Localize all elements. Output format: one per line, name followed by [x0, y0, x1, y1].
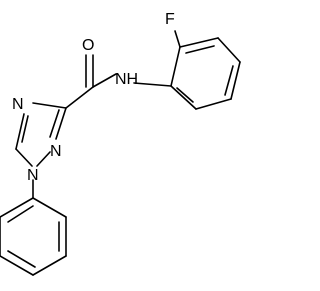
amide-n-c-bond — [92, 73, 117, 88]
triazole-ring — [15, 102, 67, 167]
fluorine-label: F — [165, 11, 175, 28]
carbonyl-triazole-bond — [65, 86, 94, 109]
triazole-n4-label: N — [12, 96, 24, 113]
structure-canvas: F O NH N N N — [0, 11, 241, 276]
n-aryl-bond — [133, 82, 172, 87]
triazole-n1-label: N — [27, 167, 39, 184]
carbonyl-double-bond — [85, 54, 94, 88]
molecule-drawing: F O NH N N N — [0, 11, 241, 276]
fluorophenyl-ring — [170, 37, 241, 110]
amide-nh-label: NH — [115, 71, 138, 88]
c-f-bond — [174, 30, 181, 48]
triazole-n2-label: N — [50, 143, 62, 160]
phenyl-ring — [0, 197, 67, 276]
carbonyl-oxygen-label: O — [82, 37, 94, 54]
